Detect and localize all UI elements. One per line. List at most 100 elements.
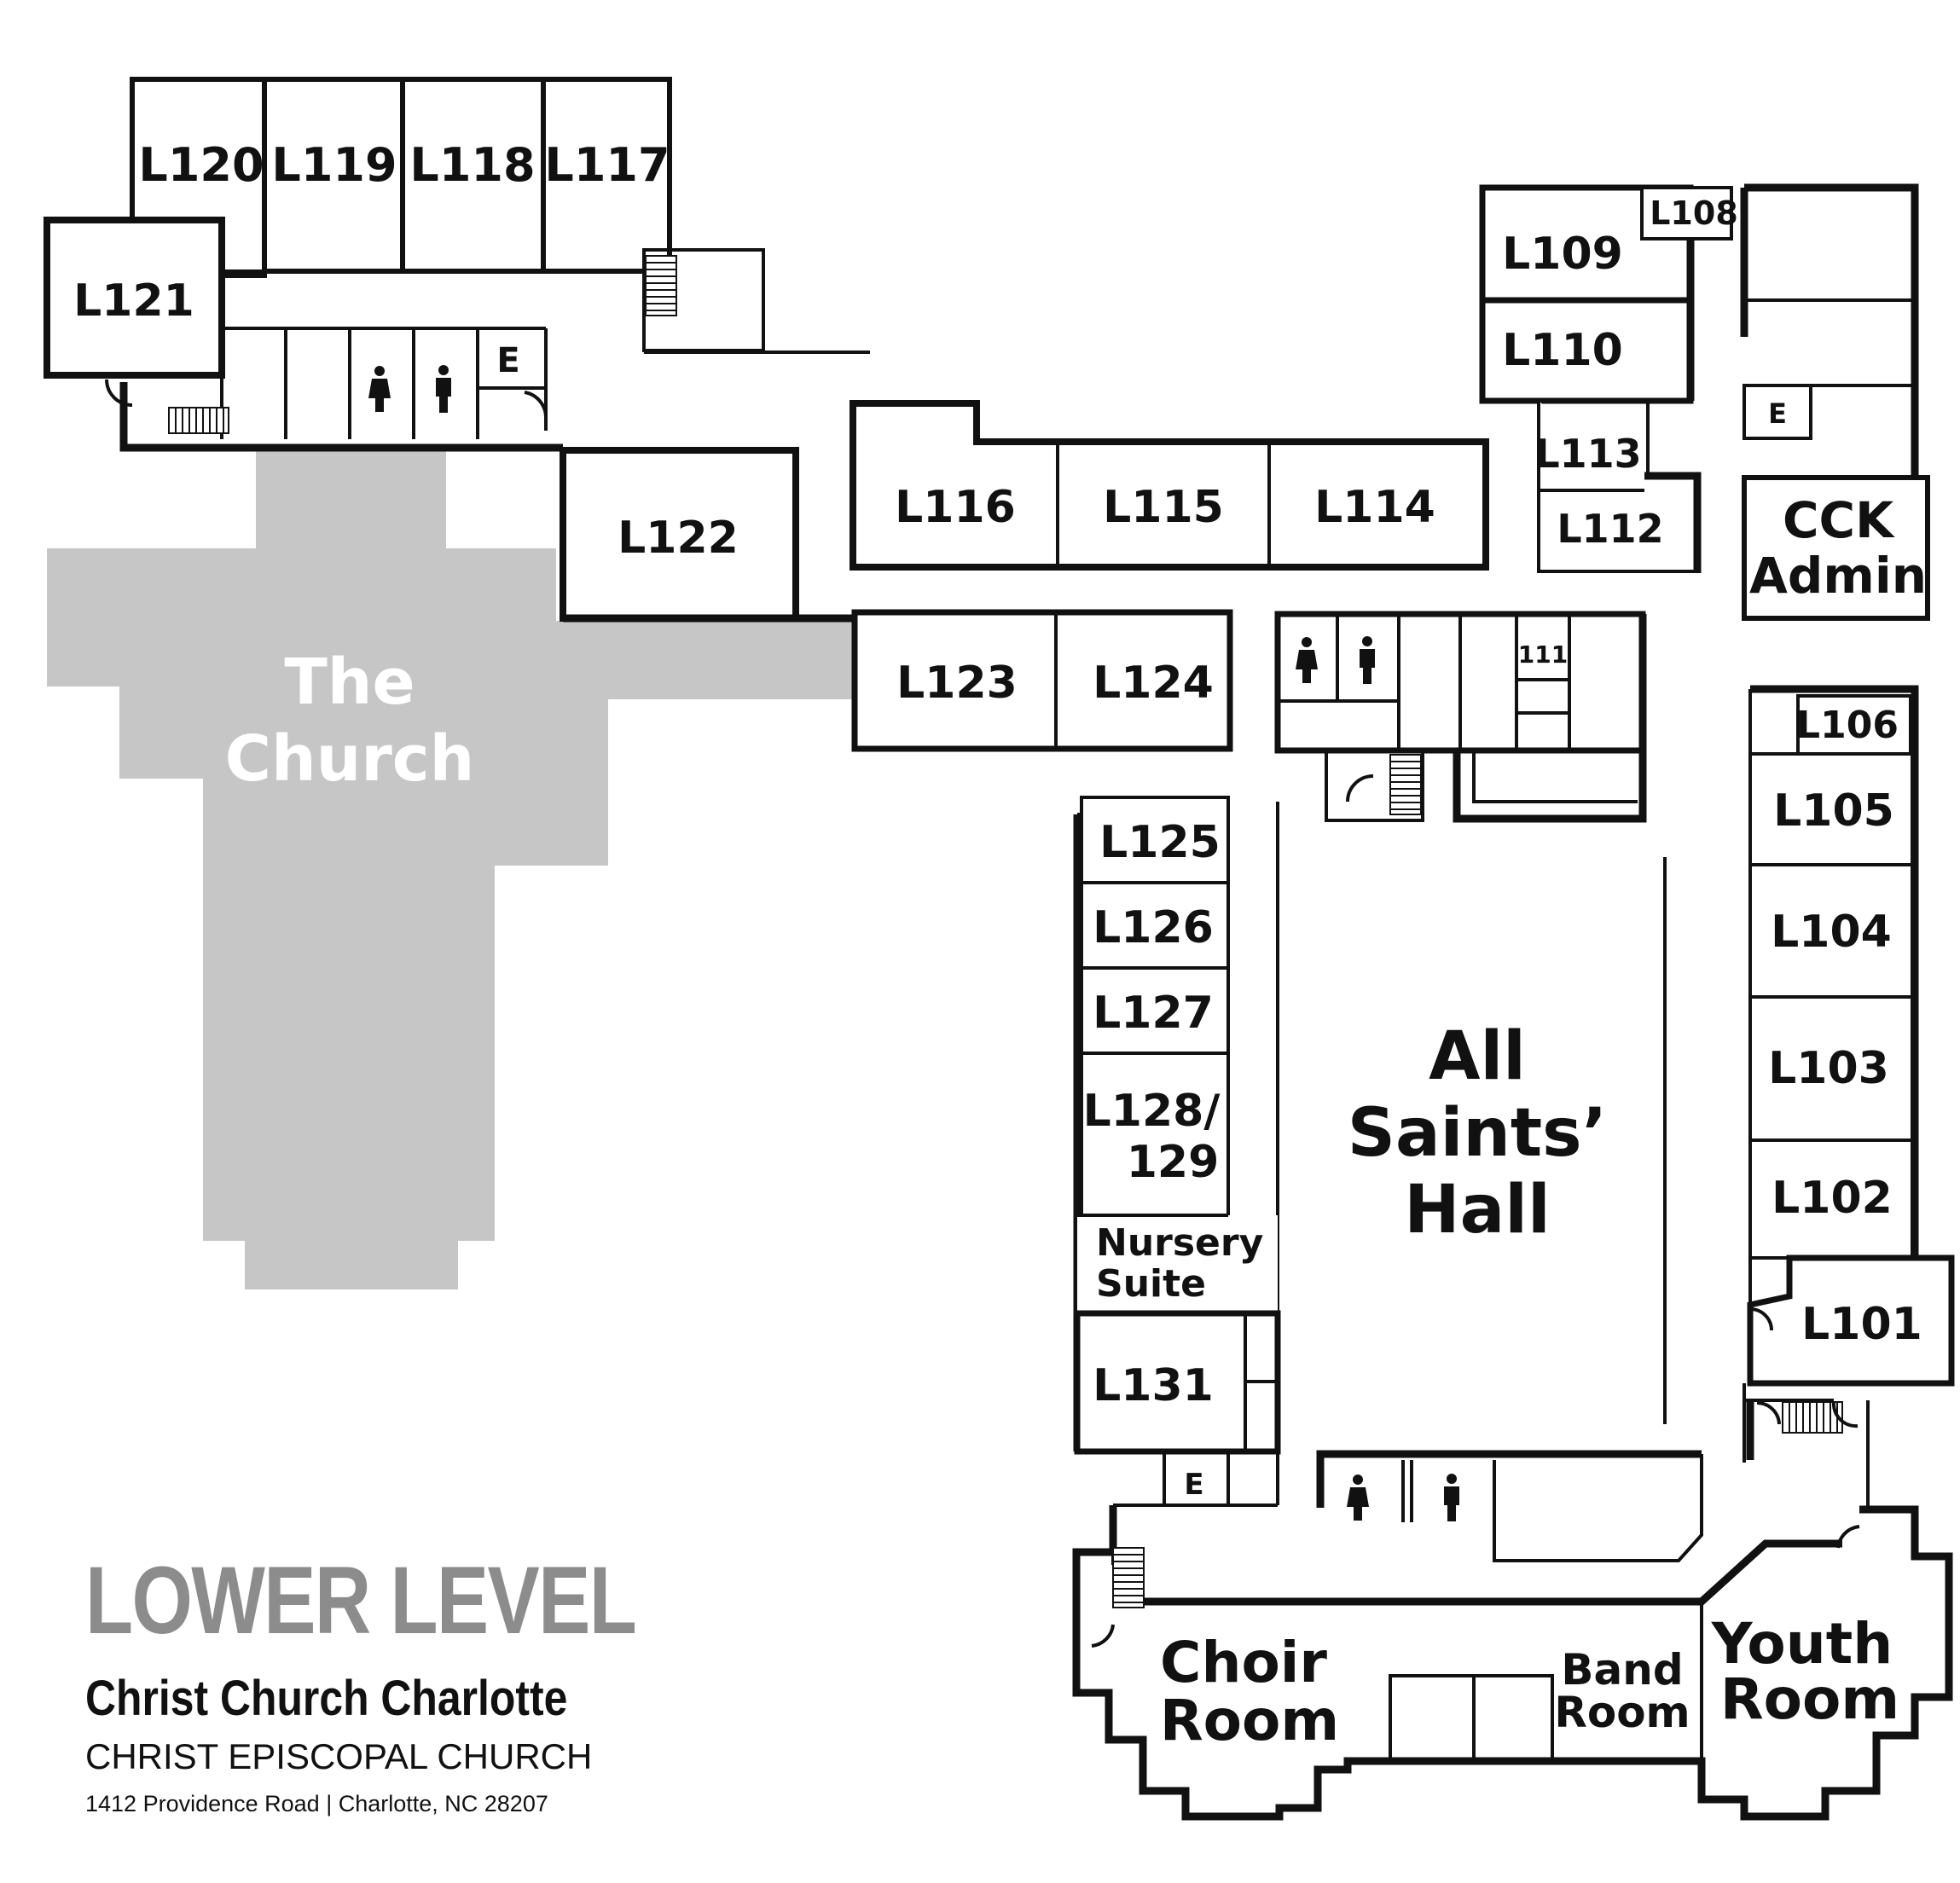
label-l128-line2: 129 [1127,1137,1220,1188]
address: 1412 Providence Road | Charlotte, NC 282… [85,1791,548,1816]
stairs-icon [1389,754,1422,815]
label-hall-line3: Hall [1404,1172,1550,1249]
womens-restroom-icon [1347,1475,1369,1521]
label-l108: L108 [1650,194,1738,232]
door-swing-icon [1836,1525,1860,1549]
label-l117: L117 [544,138,670,192]
wall-top-right-north [1744,183,1919,478]
label-hall-line1: All [1429,1018,1526,1095]
label-youth-line2: Room [1720,1666,1899,1732]
room-dividers-l116-l114 [1056,442,1271,567]
label-l128-line1: L128/ [1083,1086,1221,1137]
label-l126: L126 [1093,902,1214,953]
stairs-icon [168,407,229,434]
room-l121[interactable] [43,217,225,379]
stair-center-shell [1325,749,1424,822]
room-block-l123-l124 [851,609,1233,752]
label-l109: L109 [1502,229,1623,280]
label-l118: L118 [409,138,535,192]
label-nursery-line1: Nursery [1096,1221,1263,1265]
wall-south-wing-corridor [1111,1451,1279,1565]
wall-east-stair-block [1743,1383,1870,1509]
label-l105: L105 [1773,785,1894,837]
room-l102[interactable] [1748,1138,1914,1260]
label-choir-line1: Choir [1160,1630,1327,1695]
womens-restroom-icon [368,366,391,412]
room-l106[interactable] [1796,694,1912,756]
wall-center-east [1453,614,1647,823]
room-labels: L120 L119 L118 L117 L121 L122 L116 L115 … [73,138,1927,1753]
room-l104[interactable] [1748,863,1914,999]
wall-top-left-base [119,382,563,452]
label-l113: L113 [1534,431,1641,477]
room-l128-129[interactable] [1080,1052,1230,1217]
label-choir-line2: Room [1160,1688,1339,1753]
label-l111: 111 [1518,640,1568,669]
door-swing-icon [1346,774,1374,802]
restroom-strip-top-left [220,328,548,439]
wall-south-restrooms-inner [1401,1454,1703,1562]
door-swing-icon [1831,1402,1859,1428]
room-cck-admin[interactable] [1742,475,1930,621]
door-swing-icon [1091,1624,1115,1648]
door-swing-icon [524,391,548,419]
label-l121: L121 [73,275,194,327]
corridor-north-wall [222,269,670,330]
mens-restroom-icon [1444,1474,1459,1521]
elevator-label-south: E [1184,1468,1203,1502]
room-l105[interactable] [1748,752,1914,866]
elevator-label-top-left: E [496,341,519,380]
stairs-icon [1112,1547,1145,1608]
wall-east-wing [1750,685,1919,1258]
label-l123: L123 [896,658,1018,709]
wall-south-inner [1124,1539,1842,1606]
label-hall-line2: Saints’ [1348,1095,1607,1172]
room-l126[interactable] [1080,881,1230,970]
label-l125: L125 [1099,817,1221,868]
label-l127: L127 [1093,988,1214,1039]
label-youth-line1: Youth [1711,1611,1893,1677]
room-l113-west [1539,399,1650,478]
door-swing-icon [105,379,133,407]
label-l116: L116 [895,482,1016,533]
door-swing-icon [1756,1401,1781,1425]
label-l124: L124 [1093,658,1214,709]
label-l102: L102 [1772,1173,1893,1224]
label-l114: L114 [1314,482,1435,533]
label-cck-admin-line1: CCK [1783,491,1895,549]
room-l119[interactable] [262,77,405,274]
room-l127[interactable] [1080,966,1230,1055]
label-l115: L115 [1103,482,1224,533]
elevator-top-right[interactable] [1743,384,1812,440]
door-swing-icon [1749,1307,1773,1331]
wall-top-right-dividers [1744,298,1915,387]
label-band-line2: Room [1554,1688,1690,1737]
stairs-icon [645,255,677,316]
label-l110: L110 [1502,325,1623,376]
organization-subtitle: CHRIST EPISCOPAL CHURCH [85,1736,593,1776]
room-nursery-suite[interactable] [1077,1215,1278,1313]
wall-band-room-partition [1389,1674,1554,1761]
room-l103[interactable] [1748,995,1914,1142]
map-title: LOWER LEVEL [85,1547,637,1654]
wall-center-east-inner [1472,750,1638,803]
label-band-line1: Band [1561,1645,1683,1695]
room-l108[interactable] [1640,186,1733,240]
wall-south-outer [1072,1505,1953,1821]
label-l103: L103 [1768,1043,1889,1094]
label-nursery-line2: Suite [1096,1262,1206,1306]
room-l101[interactable] [1747,1254,1955,1387]
label-l131: L131 [1093,1360,1214,1411]
elevator-label-top-right: E [1768,397,1787,430]
church-label-line1: The [284,646,415,719]
label-l106: L106 [1796,704,1899,747]
label-l120: L120 [138,138,264,192]
label-l112: L112 [1557,506,1663,552]
label-cck-admin-line2: Admin [1749,547,1927,605]
church-sanctuary[interactable] [47,450,855,1289]
wall-l112-east [1644,472,1702,573]
mens-restroom-icon [436,365,451,413]
label-l122: L122 [618,513,739,564]
wall-l131-east [1244,1313,1278,1451]
